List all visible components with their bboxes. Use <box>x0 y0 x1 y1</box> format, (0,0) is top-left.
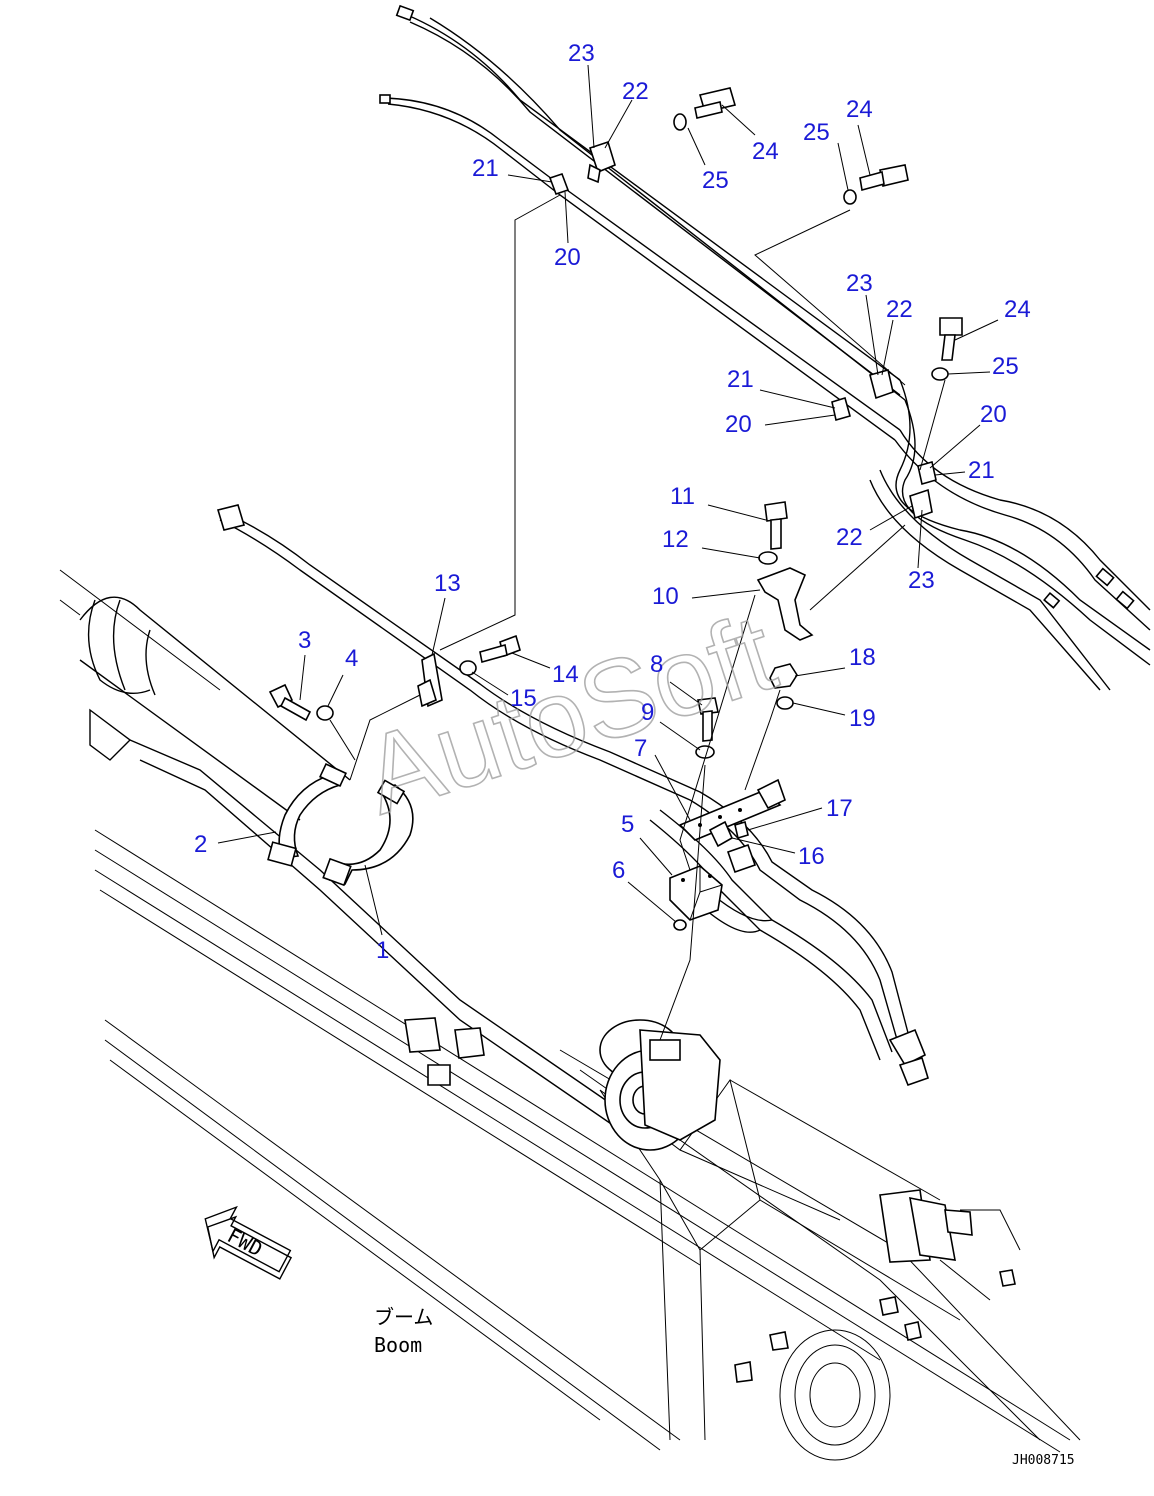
callout-21-c: 21 <box>968 457 995 484</box>
callout-25-b: 25 <box>803 119 830 146</box>
boom-cylinder <box>59 569 621 1131</box>
callout-5: 5 <box>621 811 634 838</box>
junction-block-5 <box>669 865 723 921</box>
washer-15 <box>459 660 477 676</box>
callout-4: 4 <box>345 645 358 672</box>
callout-22-a: 22 <box>622 78 649 105</box>
callout-23-a: 23 <box>568 40 595 67</box>
boom-label-jp: ブーム <box>374 1305 433 1329</box>
drawing-number: JH008715 <box>1012 1453 1075 1468</box>
callout-25-c: 25 <box>992 353 1019 380</box>
bracket-10 <box>756 567 814 641</box>
callout-23-c: 23 <box>908 567 935 594</box>
watermark: AutoSoft <box>349 590 788 837</box>
clamp-set-c <box>909 460 937 520</box>
callout-14: 14 <box>552 661 579 688</box>
callout-22-c: 22 <box>836 524 863 551</box>
boom-label-en: Boom <box>374 1333 422 1357</box>
callout-7: 7 <box>634 735 647 762</box>
callout-9: 9 <box>641 699 654 726</box>
callout-19: 19 <box>849 705 876 732</box>
washer-9 <box>695 745 715 759</box>
hose-lines-lower <box>216 504 1016 1383</box>
assembly-lines <box>329 194 946 1041</box>
callout-2: 2 <box>194 831 207 858</box>
washer-4 <box>316 705 334 721</box>
callout-21-a: 21 <box>472 155 499 182</box>
bolt-3 <box>268 683 312 722</box>
callout-20-b: 20 <box>725 411 752 438</box>
callout-24-c: 24 <box>1004 296 1031 323</box>
callout-24-b: 24 <box>846 96 873 123</box>
clamp-band-2 <box>267 762 347 867</box>
callout-3: 3 <box>298 627 311 654</box>
clamp-set-a <box>548 87 737 196</box>
boom-structure <box>94 829 1081 1461</box>
callout-15: 15 <box>510 685 537 712</box>
callout-11: 11 <box>670 483 695 510</box>
clamp-set-b <box>831 164 963 422</box>
callout-10: 10 <box>652 583 679 610</box>
callout-1: 1 <box>376 937 389 964</box>
nut-18 <box>769 663 798 689</box>
callout-8: 8 <box>650 651 663 678</box>
callout-18: 18 <box>849 644 876 671</box>
callout-20-c: 20 <box>980 401 1007 428</box>
clamp-band-1 <box>322 779 414 887</box>
fwd-label: FWD <box>223 1223 266 1261</box>
callout-13: 13 <box>434 570 461 597</box>
callout-12: 12 <box>662 526 689 553</box>
callouts: 1 2 3 4 5 6 7 8 9 10 11 12 13 14 15 16 1… <box>194 40 1031 964</box>
callout-6: 6 <box>612 857 625 884</box>
washer-12 <box>758 551 778 565</box>
bolt-11 <box>764 501 788 550</box>
clamp-13 <box>417 652 443 708</box>
callout-leaders <box>217 64 999 936</box>
callout-16: 16 <box>798 843 825 870</box>
callout-21-b: 21 <box>727 366 754 393</box>
callout-23-b: 23 <box>846 270 873 297</box>
bolt-14 <box>479 634 521 664</box>
callout-25-a: 25 <box>702 167 729 194</box>
o-ring-6 <box>673 919 687 931</box>
boom-foot-housing <box>599 1019 721 1151</box>
callout-17: 17 <box>826 795 853 822</box>
fwd-arrow: FWD <box>204 1205 293 1280</box>
bolt-8 <box>697 697 719 742</box>
callout-20-a: 20 <box>554 244 581 271</box>
callout-24-a: 24 <box>752 138 779 165</box>
mounting-plate-17 <box>678 778 786 841</box>
callout-22-b: 22 <box>886 296 913 323</box>
